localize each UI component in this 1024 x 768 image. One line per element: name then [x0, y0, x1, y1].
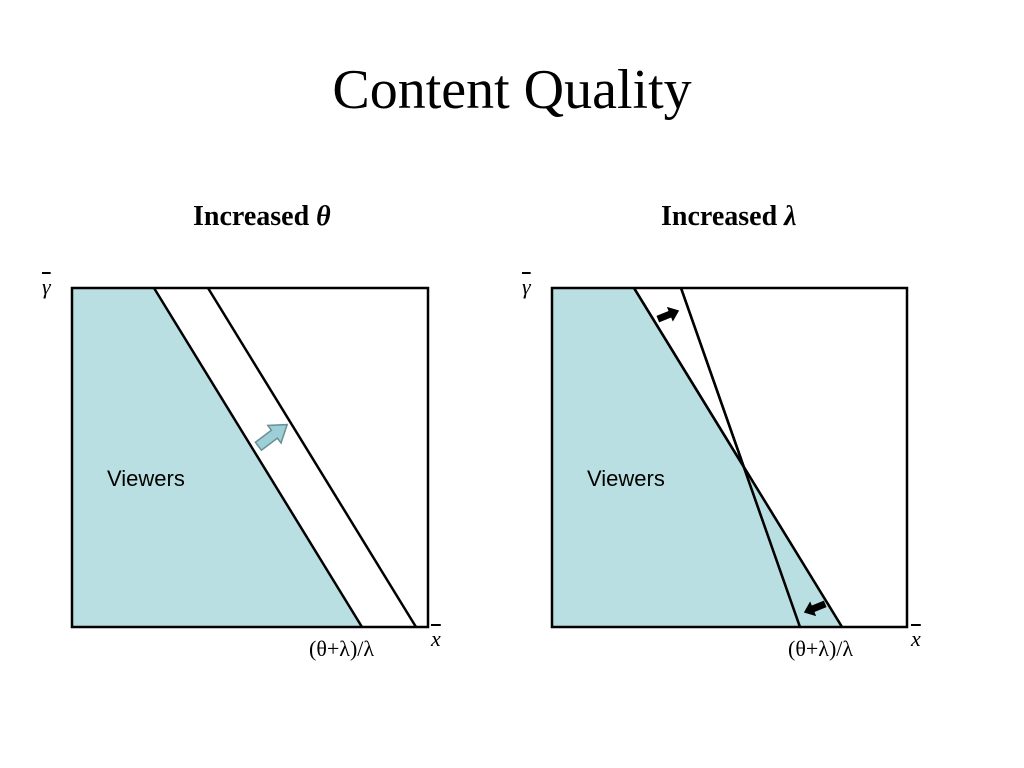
left-old-boundary-line [152, 287, 364, 628]
right-x-axis-label: x [911, 626, 921, 651]
shift-arrow-icon [254, 423, 289, 452]
right-viewers-label: Viewers [587, 466, 665, 491]
left-viewers-label: Viewers [107, 466, 185, 491]
right-new-boundary-line-top [679, 287, 802, 628]
page-title: Content Quality [332, 59, 692, 121]
right-heading-text: Increased [661, 201, 785, 232]
left-x-axis-label: x [431, 626, 441, 651]
right-heading-symbol: λ [784, 201, 797, 232]
right-threshold-label: (θ+λ)/λ [788, 636, 854, 661]
left-plot-frame [70, 286, 430, 629]
left-heading-symbol: θ [316, 201, 331, 232]
right-plot-frame [550, 286, 909, 629]
right-old-boundary-line-top [632, 287, 844, 628]
left-new-boundary-line [206, 287, 418, 628]
left-threshold-label: (θ+λ)/λ [309, 636, 375, 661]
left-viewers-region [72, 288, 362, 627]
left-panel-heading: Increased θ [193, 203, 331, 231]
right-panel [550, 286, 909, 629]
right-y-axis-label: γ [522, 274, 531, 299]
rotate-arrow-up-icon [656, 306, 680, 323]
rotate-arrow-down-icon [803, 600, 827, 617]
right-panel-heading: Increased λ [661, 203, 797, 231]
left-y-axis-label: γ [42, 274, 51, 299]
left-heading-text: Increased [193, 201, 317, 232]
left-panel [70, 286, 430, 629]
